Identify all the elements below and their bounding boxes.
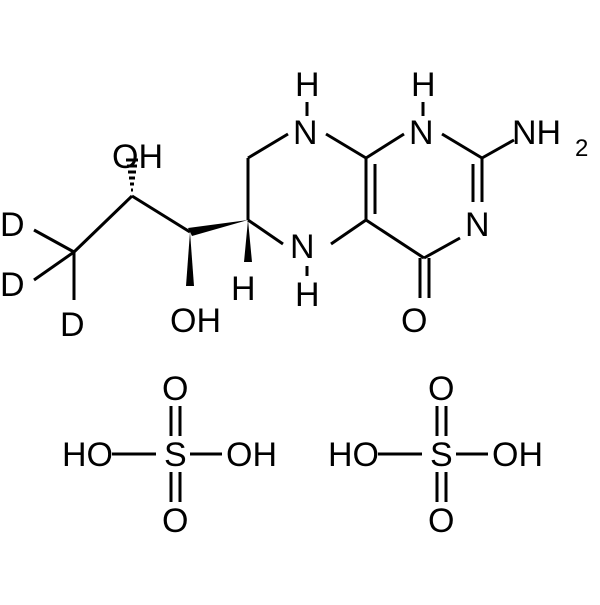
h2so4-1-oh-right: OH xyxy=(226,436,277,474)
hash-c2p-oh xyxy=(126,158,138,192)
wedge-c6-c1p xyxy=(188,220,248,236)
h2so4-1-ho-left: HO xyxy=(62,436,113,474)
atom-oh-bottom: OH xyxy=(170,302,221,340)
atom-h-c6: H xyxy=(231,270,256,308)
h2so4-2-o-top: O xyxy=(428,370,454,408)
bond-n3-c4 xyxy=(423,236,461,260)
bond-c4-c4a xyxy=(365,218,425,260)
sulfuric-acid-2: O HO S OH O xyxy=(328,370,543,540)
side-chain-bonds xyxy=(33,158,252,300)
nh-bonds xyxy=(305,102,425,276)
h2so4-1-o-top: O xyxy=(162,370,188,408)
atom-d2: D xyxy=(0,266,25,304)
bond-c-d2 xyxy=(33,250,75,282)
atom-h-n5: H xyxy=(295,276,320,314)
wedge-c1p-oh xyxy=(186,232,194,286)
atom-h-n1: H xyxy=(411,66,436,104)
bond-c8a-n1 xyxy=(365,132,405,160)
h2so4-1-s: S xyxy=(164,436,187,474)
wedge-c6-h xyxy=(244,220,252,262)
atom-d3: D xyxy=(60,306,85,344)
bond-n5-c4a xyxy=(330,218,367,246)
atom-oh-top: OH xyxy=(112,138,163,176)
atom-h-n8: H xyxy=(295,66,320,104)
bond-n8-c7 xyxy=(247,132,289,160)
bond-c2-nh2 xyxy=(481,138,515,160)
bond-c6-n5 xyxy=(247,218,284,246)
atom-nh2-subscript: 2 xyxy=(575,135,588,162)
h2so4-2-s: S xyxy=(430,436,453,474)
bond-c1p-c2p xyxy=(131,194,191,234)
atom-o4: O xyxy=(401,302,427,340)
h2so4-2-oh-right: OH xyxy=(492,436,543,474)
atom-labels: H N H N NH 2 N N H O OH OH H D D D xyxy=(0,66,588,344)
atom-d1: D xyxy=(0,206,25,244)
sulfuric-acid-1: O HO S OH O xyxy=(62,370,277,540)
bond-n8-c8a xyxy=(325,132,367,160)
ring-bonds xyxy=(246,132,515,298)
bond-n1-c2 xyxy=(441,132,483,160)
h2so4-2-ho-left: HO xyxy=(328,436,379,474)
bond-c-d1 xyxy=(33,228,75,254)
h2so4-2-o-bottom: O xyxy=(428,502,454,540)
bond-c2p-cd3 xyxy=(72,194,134,254)
atom-nh2: NH xyxy=(512,114,561,152)
h2so4-1-o-bottom: O xyxy=(162,502,188,540)
atom-n1: N xyxy=(409,114,434,152)
atom-n3: N xyxy=(465,206,490,244)
atom-n8: N xyxy=(293,114,318,152)
atom-n5: N xyxy=(290,228,315,266)
